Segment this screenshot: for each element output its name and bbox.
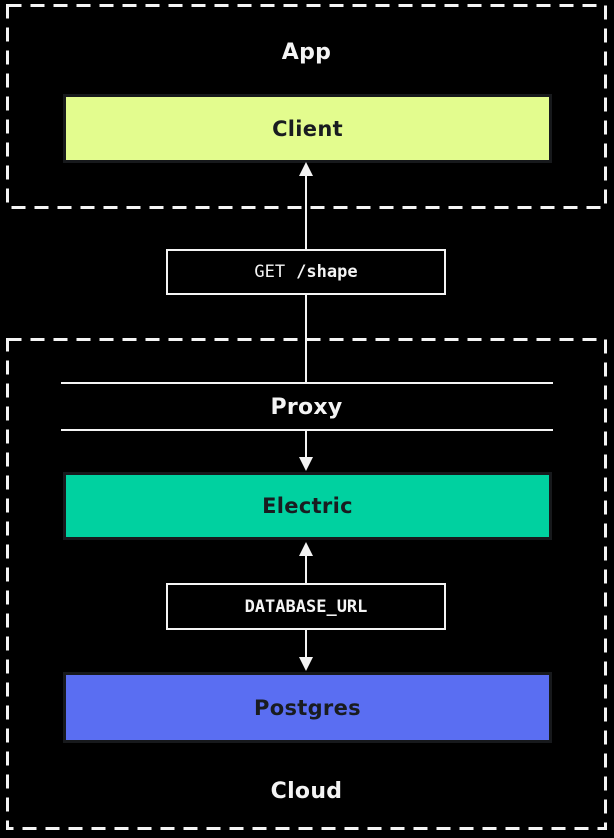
proxy-to-electric-connector-line xyxy=(305,431,307,461)
arrowhead-up-into-electric-icon xyxy=(299,542,313,556)
cloud-group-dashed-border xyxy=(6,338,607,830)
electric-node-label: Electric xyxy=(262,494,353,518)
request-to-proxy-connector-line xyxy=(305,295,307,383)
proxy-label: Proxy xyxy=(270,395,343,420)
app-group: App Client xyxy=(6,4,607,209)
http-method-label: GET xyxy=(254,262,286,282)
cloud-group: Proxy Electric DATABASE_URL Postgres Clo… xyxy=(6,338,607,830)
http-path-label: /shape xyxy=(296,262,358,282)
proxy-top-divider xyxy=(61,382,553,384)
database-url-to-postgres-connector-line xyxy=(305,630,307,660)
client-node: Client xyxy=(63,94,552,163)
arrowhead-up-into-client-icon xyxy=(299,162,313,176)
arrowhead-down-into-postgres-icon xyxy=(299,657,313,671)
proxy-bottom-divider xyxy=(61,429,553,431)
database-url-label: DATABASE_URL xyxy=(244,596,368,617)
client-request-connector-line xyxy=(305,165,307,250)
postgres-node: Postgres xyxy=(63,672,552,743)
cloud-group-label: Cloud xyxy=(270,779,343,804)
client-node-label: Client xyxy=(272,116,343,141)
arrowhead-down-into-electric-icon xyxy=(299,457,313,471)
electric-node: Electric xyxy=(63,472,552,540)
app-group-dashed-border xyxy=(6,4,607,209)
database-url-to-electric-connector-line xyxy=(305,546,307,584)
get-shape-request-box: GET /shape xyxy=(166,249,446,295)
app-group-label: App xyxy=(281,40,332,65)
database-url-box: DATABASE_URL xyxy=(166,583,446,630)
postgres-node-label: Postgres xyxy=(254,695,361,720)
